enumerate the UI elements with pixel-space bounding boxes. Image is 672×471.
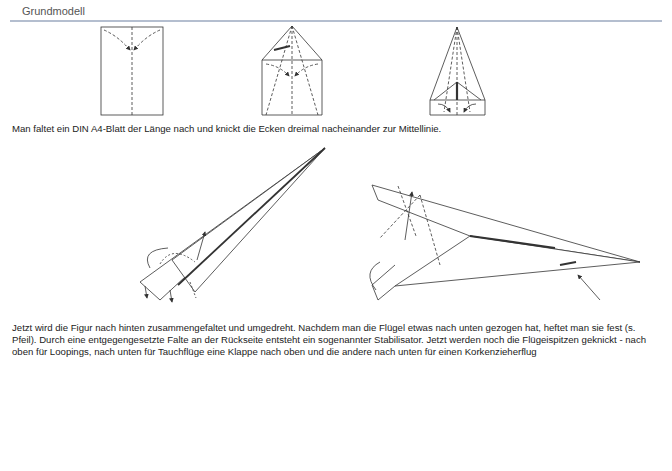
step-3-sheet	[430, 27, 485, 115]
step-5-plane	[370, 185, 640, 300]
step-1-sheet	[101, 27, 163, 115]
page-title: Grundmodell	[22, 5, 85, 17]
instruction-text: Jetzt wird die Figur nach hinten zusamme…	[12, 322, 660, 358]
title-rule	[10, 20, 662, 21]
step-2-sheet	[262, 26, 322, 115]
instruction-text: Man faltet ein DIN A4-Blatt der Länge na…	[12, 123, 662, 135]
step-4-plane	[140, 148, 325, 302]
